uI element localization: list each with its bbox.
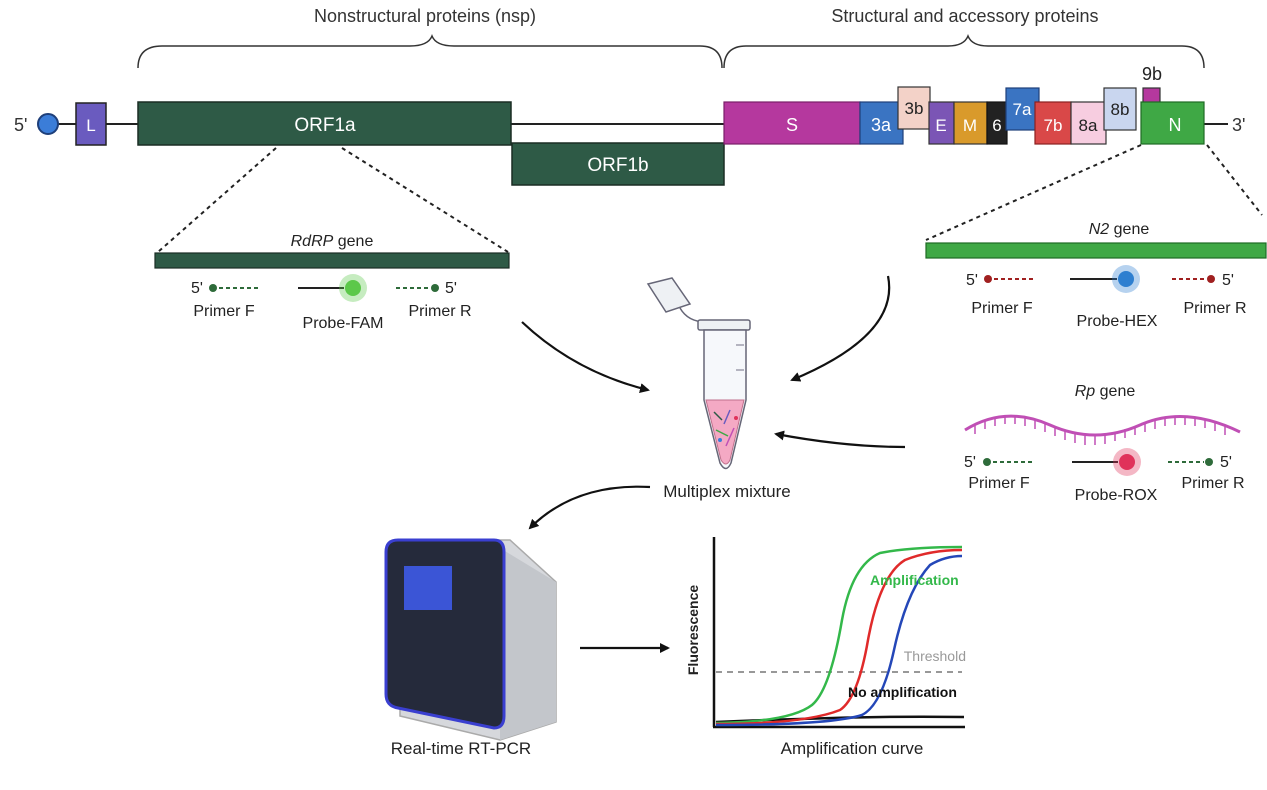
rdrp-probe-fluorophore: [345, 280, 361, 296]
rdrp-primer-r-dot: [431, 284, 439, 292]
structural-header: Structural and accessory proteins: [831, 6, 1098, 26]
arrow-n2-to-mixture: [790, 275, 891, 382]
red-amplification-curve: [715, 548, 963, 726]
pcr-instrument: [384, 538, 557, 741]
orf9b-label: 9b: [1142, 64, 1162, 84]
nsp-header: Nonstructural proteins (nsp): [314, 6, 536, 26]
s-gene-block: [723, 101, 861, 145]
orf7a-label: 7a: [1013, 100, 1032, 119]
orf1a-block: [137, 101, 512, 146]
leader-label: L: [86, 116, 95, 135]
orf1a-label: ORF1a: [294, 115, 356, 136]
e-gene-label: E: [935, 116, 946, 135]
rp-gene-strand: [964, 414, 1241, 437]
orf3a-label: 3a: [871, 115, 892, 135]
structural-brace: [723, 33, 1205, 69]
orf8b-block: [1103, 87, 1137, 131]
rdrp-zoom-line-right: [341, 147, 509, 253]
n2-zoom-line-left: [925, 144, 1142, 241]
rdrp-primer-f-dot: [209, 284, 217, 292]
orf8a-label: 8a: [1079, 116, 1098, 135]
rp-gene-bases: [974, 415, 1226, 445]
orf7b-block: [1034, 101, 1072, 145]
n-gene-label: N: [1169, 115, 1182, 135]
rdrp-primer-r-prime: 5': [445, 280, 457, 297]
n2-gene-bar: [925, 242, 1267, 259]
n2-probe-fluorophore: [1118, 271, 1134, 287]
rdrp-gene-title: RdRP gene: [291, 233, 374, 250]
rdrp-primer-f-label: Primer F: [193, 303, 255, 320]
five-prime-cap: [37, 113, 59, 135]
leader-block: [75, 102, 107, 146]
n-gene-block: [1140, 101, 1205, 145]
n2-probe-label: Probe-HEX: [1077, 313, 1158, 330]
orf3a-block: [859, 101, 904, 145]
arrow-mixture-to-instrument: [528, 485, 651, 530]
rp-primer-f-label: Primer F: [968, 475, 1030, 492]
orf7b-label: 7b: [1044, 116, 1063, 135]
n2-primer-r-dot: [1207, 275, 1215, 283]
rp-primer-r-label: Primer R: [1181, 475, 1244, 492]
rdrp-zoom-line-left: [157, 147, 277, 253]
m-gene-block: [953, 101, 988, 145]
orf3b-label: 3b: [905, 99, 924, 118]
rdrp-primer-f-prime: 5': [191, 280, 203, 297]
n2-primer-r-prime: 5': [1222, 272, 1234, 289]
plot-ylabel: Fluorescence: [685, 585, 701, 675]
n2-primer-r-label: Primer R: [1183, 300, 1246, 317]
orf3b-block: [897, 86, 931, 130]
n2-gene-title: N2 gene: [1089, 221, 1150, 238]
n2-primer-f-label: Primer F: [971, 300, 1033, 317]
rp-probe-fluorophore: [1119, 454, 1135, 470]
n2-zoom-line-right: [1206, 144, 1263, 216]
rp-primer-r-dot: [1205, 458, 1213, 466]
green-amplification-curve: [715, 545, 963, 725]
mixture-tube: [646, 277, 751, 470]
orf1b-block: [511, 142, 725, 186]
orf7a-block: [1005, 87, 1040, 131]
amplification-label: Amplification: [870, 572, 959, 588]
threshold-label: Threshold: [904, 648, 966, 664]
rp-probe-label: Probe-ROX: [1075, 487, 1158, 504]
m-gene-label: M: [963, 116, 977, 135]
orf6-label: 6: [992, 116, 1001, 135]
orf8b-label: 8b: [1111, 100, 1130, 119]
n2-primer-f-dot: [984, 275, 992, 283]
orf8a-block: [1070, 101, 1107, 145]
blue-amplification-curve: [715, 554, 963, 727]
s-gene-label: S: [786, 115, 798, 135]
three-prime-label: 3': [1232, 115, 1245, 135]
n2-primer-f-prime: 5': [966, 272, 978, 289]
rdrp-gene-bar: [154, 252, 510, 269]
orf1b-label: ORF1b: [587, 155, 648, 176]
rdrp-primer-r-label: Primer R: [408, 303, 471, 320]
five-prime-label: 5': [14, 115, 27, 135]
rp-primer-r-prime: 5': [1220, 454, 1232, 471]
arrow-rp-to-mixture: [774, 430, 906, 449]
rp-primer-f-dot: [983, 458, 991, 466]
no-amplification-label: No amplification: [848, 684, 957, 700]
arrow-rdrp-to-mixture: [521, 321, 650, 393]
mixture-label: Multiplex mixture: [663, 482, 791, 501]
nsp-brace: [137, 33, 723, 69]
instrument-label: Real-time RT-PCR: [391, 739, 531, 758]
rp-gene-title: Rp gene: [1075, 383, 1136, 400]
rp-primer-f-prime: 5': [964, 454, 976, 471]
plot-xlabel: Amplification curve: [781, 739, 924, 758]
rdrp-probe-label: Probe-FAM: [303, 315, 384, 332]
